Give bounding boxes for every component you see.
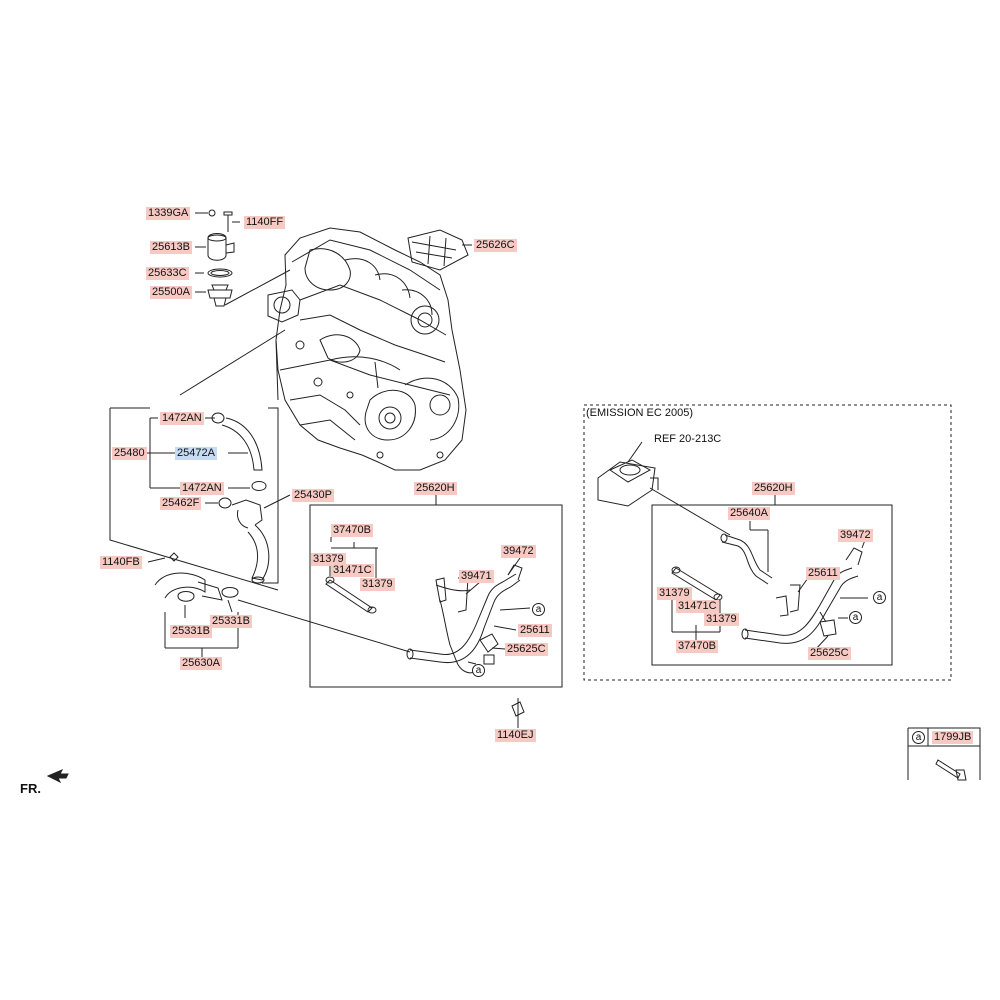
part-39472-right[interactable]: 39472 — [838, 529, 873, 542]
reference-note[interactable]: REF 20-213C — [654, 433, 722, 445]
pipe-25430P — [169, 497, 270, 584]
part-25480[interactable]: 25480 — [112, 447, 147, 460]
thermostat-parts — [207, 209, 235, 307]
part-25331B-right[interactable]: 25331B — [210, 615, 252, 628]
callout-a-middle-2: a — [472, 664, 485, 677]
part-31379-left-1[interactable]: 31379 — [311, 553, 346, 566]
part-25625C-left[interactable]: 25625C — [505, 643, 548, 656]
emission-variant-frame — [583, 404, 952, 681]
part-25462F[interactable]: 25462F — [160, 497, 202, 510]
hose-25472A — [211, 412, 267, 491]
part-37470B-left[interactable]: 37470B — [331, 524, 373, 537]
bolt-1799JB-box — [907, 727, 981, 781]
part-31379-left-2[interactable]: 31379 — [360, 578, 395, 591]
engine-block — [267, 227, 469, 471]
emission-note: (EMISSION EC 2005) — [586, 407, 693, 419]
front-arrow-icon — [46, 769, 69, 784]
part-1472AN-bottom[interactable]: 1472AN — [180, 482, 224, 495]
part-25620H-left[interactable]: 25620H — [414, 482, 457, 495]
part-25613B[interactable]: 25613B — [150, 241, 192, 254]
callout-a-middle-1: a — [532, 603, 545, 616]
part-25633C[interactable]: 25633C — [146, 267, 189, 280]
callout-a-right-1: a — [873, 591, 886, 604]
part-1140FF[interactable]: 1140FF — [244, 216, 286, 229]
part-25472A[interactable]: 25472A — [175, 447, 217, 460]
leaders-top-left — [195, 212, 472, 306]
callout-a-legend: a — [912, 731, 925, 744]
part-31379-right-1[interactable]: 31379 — [657, 587, 692, 600]
part-1799JB[interactable]: 1799JB — [932, 731, 974, 744]
part-25626C[interactable]: 25626C — [474, 239, 517, 252]
front-direction-label: FR. — [20, 781, 41, 796]
hose-25630A — [154, 572, 239, 602]
part-39472-left[interactable]: 39472 — [501, 545, 536, 558]
callout-a-right-2: a — [849, 611, 862, 624]
part-1140EJ[interactable]: 1140EJ — [495, 729, 536, 742]
part-25430P[interactable]: 25430P — [292, 489, 334, 502]
part-37470B-right[interactable]: 37470B — [676, 640, 718, 653]
part-31471C-left[interactable]: 31471C — [331, 564, 374, 577]
part-25620H-right[interactable]: 25620H — [752, 482, 795, 495]
part-39471[interactable]: 39471 — [459, 570, 494, 583]
part-31471C-right[interactable]: 31471C — [676, 600, 719, 613]
part-25640A[interactable]: 25640A — [728, 507, 770, 520]
part-25331B-left[interactable]: 25331B — [170, 625, 212, 638]
part-31379-right-2[interactable]: 31379 — [704, 613, 739, 626]
part-25611-right[interactable]: 25611 — [806, 567, 840, 580]
part-1140FB[interactable]: 1140FB — [100, 556, 142, 569]
part-25611-left[interactable]: 25611 — [518, 624, 552, 637]
part-1472AN-top[interactable]: 1472AN — [160, 412, 204, 425]
part-25630A[interactable]: 25630A — [180, 657, 222, 670]
leader-to-pipe — [237, 599, 411, 653]
part-1339GA[interactable]: 1339GA — [146, 207, 191, 220]
hose-assembly-frame — [109, 329, 291, 658]
part-25500A[interactable]: 25500A — [150, 286, 192, 299]
part-25625C-right[interactable]: 25625C — [808, 647, 851, 660]
